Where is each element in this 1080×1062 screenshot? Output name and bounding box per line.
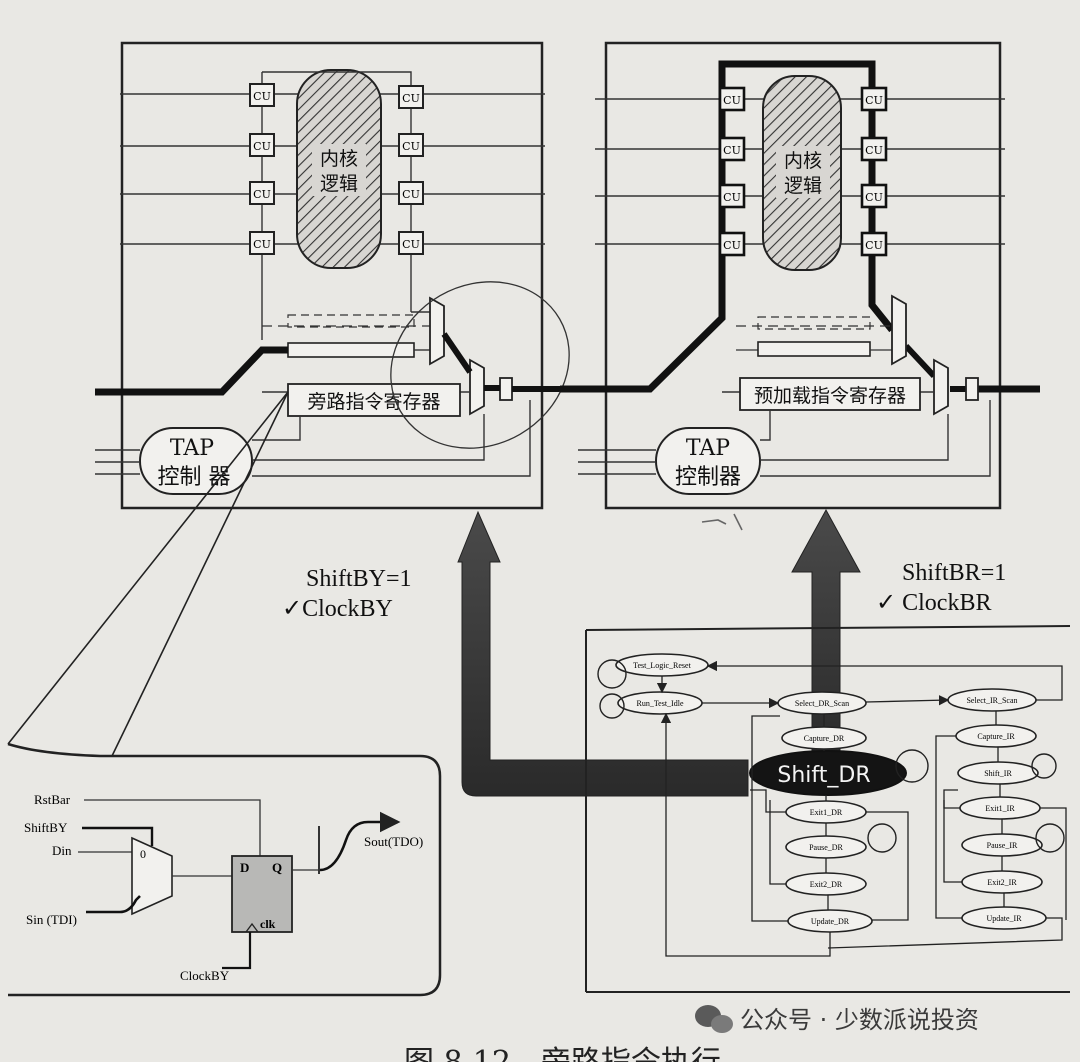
svg-text:CU: CU (865, 94, 883, 107)
svg-text:CU: CU (253, 140, 271, 153)
right-annotation-clockbr: ✓ ClockBR (876, 590, 991, 616)
left-annotation-shiftby: ShiftBY=1 (306, 566, 412, 592)
svg-text:CU: CU (253, 90, 271, 103)
right-annotation-shiftbr: ShiftBR=1 (902, 560, 1006, 586)
sin-label: Sin (TDI) (26, 912, 77, 927)
wechat-watermark: 公众号 · 少数派说投资 (695, 1005, 979, 1034)
state-select-dr-scan: Select_DR_Scan (795, 699, 849, 708)
right-core-logic-label2: 逻辑 (784, 175, 822, 197)
left-tap-label2: 控制 器 (158, 465, 231, 490)
svg-text:CU: CU (865, 144, 883, 157)
right-bypass-register-bar (757, 341, 871, 357)
state-run-test-idle: Run_Test_Idle (637, 699, 684, 708)
right-core-logic-label1: 内核 (784, 150, 822, 172)
state-pause-ir: Pause_IR (987, 841, 1018, 850)
left-tap-label1: TAP (170, 436, 214, 461)
left-chip: 内核 逻辑 CU CU CU CU CU CU CU CU (95, 41, 570, 510)
right-tap-label1: TAP (686, 436, 730, 461)
state-capture-dr: Capture_DR (804, 734, 845, 743)
svg-text:CU: CU (253, 188, 271, 201)
state-exit1-dr: Exit1_DR (810, 808, 843, 817)
svg-text:CU: CU (865, 239, 883, 252)
state-update-dr: Update_DR (811, 917, 850, 926)
svg-text:CU: CU (402, 92, 420, 105)
sout-label: Sout(TDO) (364, 834, 423, 849)
left-cu-cells-col1: CU CU CU CU (249, 83, 275, 255)
ff-clk: clk (260, 917, 276, 931)
svg-text:CU: CU (402, 140, 420, 153)
svg-text:CU: CU (402, 238, 420, 251)
svg-text:CU: CU (723, 144, 741, 157)
svg-text:CU: CU (723, 239, 741, 252)
clockby-label: ClockBY (180, 968, 230, 983)
right-cu-cells-col2: CU CU CU CU (860, 86, 888, 257)
left-select-arrow (457, 510, 749, 797)
state-exit2-dr: Exit2_DR (810, 880, 843, 889)
state-update-ir: Update_IR (986, 914, 1022, 923)
left-bypass-instruction-register (287, 383, 461, 417)
state-exit2-ir: Exit2_IR (987, 878, 1017, 887)
right-chip: 内核 逻辑 CU CU CU CU CU CU CU CU (560, 41, 1040, 510)
mux-zero: 0 (140, 847, 146, 861)
shift-dr-highlight (749, 750, 907, 796)
right-preload-instruction-register (739, 377, 921, 411)
watermark-text: 公众号 · 少数派说投资 (740, 1006, 979, 1034)
din-label: Din (52, 843, 72, 858)
figure-caption: 图 8-12 旁路指令执行 (404, 1045, 721, 1062)
right-select-arrow (791, 508, 861, 759)
state-exit1-ir: Exit1_IR (985, 804, 1015, 813)
left-cu-cells-col2: CU CU CU CU (398, 85, 424, 255)
left-annotation-clockby: ✓ClockBY (282, 596, 393, 622)
state-shift-dr: Shift_DR (777, 763, 870, 788)
svg-text:CU: CU (723, 94, 741, 107)
right-tap-label2: 控制器 (675, 465, 741, 490)
ff-d: D (240, 860, 249, 875)
state-pause-dr: Pause_DR (809, 843, 843, 852)
state-shift-ir: Shift_IR (984, 769, 1012, 778)
bypass-flipflop (231, 855, 293, 933)
svg-text:CU: CU (253, 238, 271, 251)
state-capture-ir: Capture_IR (977, 732, 1015, 741)
state-test-logic-reset: Test_Logic_Reset (633, 661, 691, 670)
svg-text:CU: CU (402, 188, 420, 201)
left-bypass-register-label: 旁路指令寄存器 (307, 391, 440, 413)
bypass-cell-detail: RstBar ShiftBY Din 0 Sin (TDI) D Q clk C… (7, 742, 442, 997)
left-core-logic-label1: 内核 (320, 148, 358, 170)
svg-text:CU: CU (723, 191, 741, 204)
svg-text:CU: CU (865, 191, 883, 204)
left-tap-controller (139, 427, 253, 495)
left-core-logic-label2: 逻辑 (320, 173, 358, 195)
tap-state-machine: Test_Logic_Reset Run_Test_Idle Select_DR… (585, 625, 1071, 993)
state-select-ir-scan: Select_IR_Scan (966, 696, 1017, 705)
shiftby-label: ShiftBY (24, 820, 68, 835)
right-preload-register-label: 预加载指令寄存器 (754, 385, 906, 407)
rstbar-label: RstBar (34, 792, 71, 807)
right-cu-cells-col1: CU CU CU CU (718, 86, 746, 257)
ff-q: Q (272, 860, 282, 875)
right-tap-controller (655, 427, 761, 495)
